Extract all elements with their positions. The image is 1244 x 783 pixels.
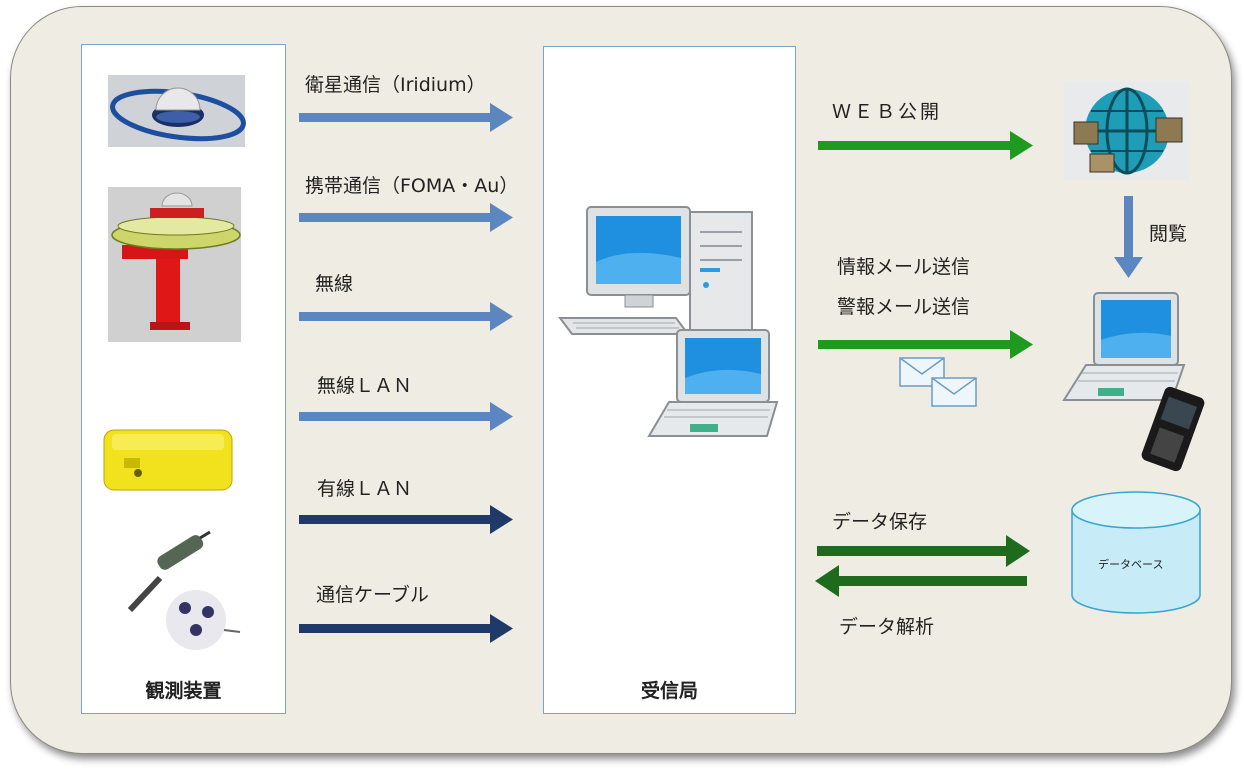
data-analysis-arrow — [815, 565, 1027, 597]
link-label-cable: 通信ケーブル — [316, 584, 429, 606]
alert-mail-label: 警報メール送信 — [837, 296, 971, 318]
desktop-computer-icon — [558, 206, 753, 335]
link-label-mobile: 携帯通信（FOMA・Au） — [305, 175, 519, 197]
satellite-buoy-icon — [108, 75, 246, 147]
web-globe-icon — [1064, 81, 1190, 180]
link-label-satellite: 衛星通信（Iridium） — [305, 74, 486, 96]
link-label-wireless-lan: 無線ＬＡＮ — [317, 375, 413, 397]
radio-link-arrow — [299, 302, 513, 331]
link-label-radio: 無線 — [315, 273, 354, 295]
receiving-station-label: 受信局 — [640, 680, 698, 702]
web-publish-arrow — [818, 131, 1033, 160]
link-label-wired-lan: 有線ＬＡＮ — [317, 478, 413, 500]
wired-lan-link-arrow — [299, 505, 513, 534]
info-mail-label: 情報メール送信 — [837, 256, 971, 278]
web-publish-label: ＷＥＢ公開 — [832, 101, 943, 123]
moored-buoy-icon — [108, 187, 241, 342]
sensor-probe-icon — [127, 530, 241, 650]
mobile-phone-icon — [1141, 386, 1205, 472]
observation-devices-label: 観測装置 — [145, 680, 222, 702]
browse-down-arrow — [1114, 196, 1143, 278]
email-envelope-icon — [899, 357, 977, 407]
satellite-link-arrow — [299, 103, 513, 132]
database-label: データベース — [1098, 558, 1164, 571]
yellow-logger-case-icon — [103, 429, 233, 491]
mobile-link-arrow — [299, 203, 513, 232]
wireless-lan-link-arrow — [299, 402, 513, 431]
browse-label: 閲覧 — [1149, 223, 1188, 245]
laptop-computer-icon — [647, 329, 779, 437]
database-cylinder-icon — [1071, 491, 1201, 614]
data-analysis-label: データ解析 — [839, 616, 935, 638]
data-save-label: データ保存 — [832, 511, 928, 533]
mail-send-arrow — [818, 330, 1033, 359]
cable-link-arrow — [299, 614, 513, 643]
client-laptop-icon — [1062, 292, 1186, 401]
data-save-arrow — [817, 535, 1030, 567]
